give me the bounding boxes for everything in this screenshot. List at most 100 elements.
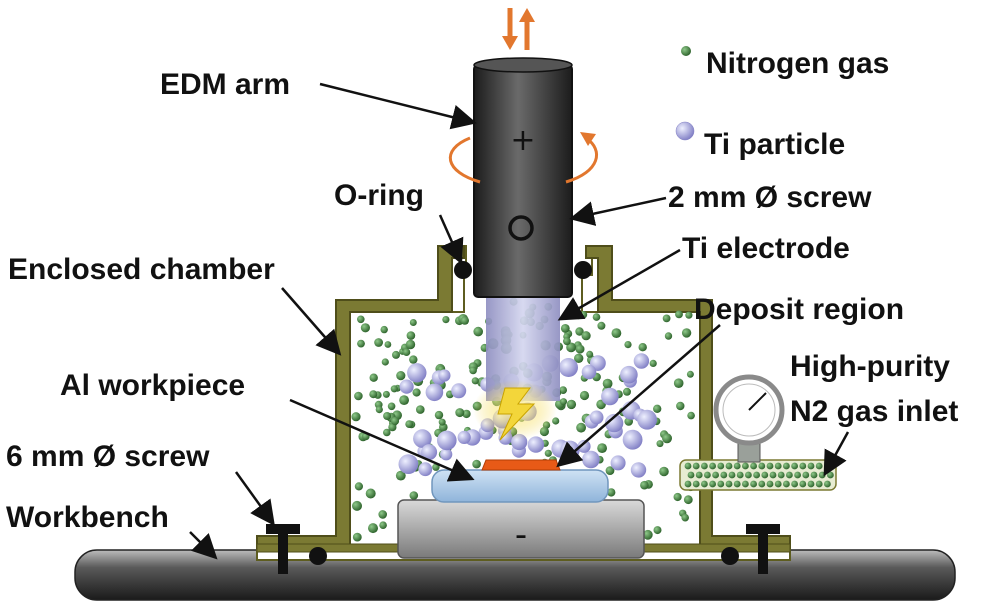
inlet-nitrogen-particle bbox=[824, 480, 831, 488]
ti-particle bbox=[398, 454, 419, 474]
inlet-nitrogen-particle bbox=[791, 480, 798, 488]
inlet-nitrogen-particle bbox=[720, 471, 728, 479]
nitrogen-particle bbox=[381, 358, 389, 366]
ti-particle bbox=[418, 462, 433, 477]
nitrogen-particle bbox=[365, 488, 376, 499]
ti-particle-legend-icon bbox=[675, 121, 695, 141]
inlet-nitrogen-particle bbox=[783, 462, 790, 470]
ti-particle bbox=[421, 444, 438, 461]
inlet-nitrogen-particle bbox=[761, 471, 769, 479]
nitrogen-particle bbox=[402, 348, 411, 357]
nitrogen-particle bbox=[605, 466, 615, 475]
nitrogen-particle bbox=[563, 337, 571, 346]
ti-particle bbox=[589, 410, 604, 425]
nitrogen-particle bbox=[559, 386, 567, 394]
leader-workbench bbox=[189, 531, 218, 560]
nitrogen-legend-icon bbox=[681, 46, 691, 56]
leader-enclosed-chamber bbox=[281, 287, 342, 356]
nitrogen-particle bbox=[388, 423, 397, 432]
label-o-ring: O-ring bbox=[334, 179, 424, 212]
inlet-nitrogen-particle bbox=[717, 480, 725, 488]
nitrogen-particle bbox=[352, 532, 362, 542]
nitrogen-particle bbox=[462, 409, 471, 419]
nitrogen-particle bbox=[375, 406, 383, 414]
ti-particle bbox=[582, 450, 600, 469]
inlet-nitrogen-particle bbox=[810, 471, 818, 479]
label-enclosed-chamber: Enclosed chamber bbox=[8, 253, 275, 286]
nitrogen-particle bbox=[560, 324, 570, 333]
ti-particle bbox=[440, 448, 453, 461]
inlet-nitrogen-particle bbox=[717, 462, 725, 470]
inlet-nitrogen-particle bbox=[692, 462, 700, 470]
nitrogen-particle bbox=[681, 513, 689, 522]
inlet-nitrogen-particle bbox=[827, 471, 834, 479]
ti-particle bbox=[601, 387, 619, 406]
label-deposit-region: Deposit region bbox=[694, 293, 904, 326]
nitrogen-particle bbox=[685, 311, 693, 319]
ti-particle bbox=[437, 430, 457, 451]
nitrogen-particle bbox=[395, 470, 406, 481]
inlet-nitrogen-particle bbox=[684, 462, 692, 470]
nitrogen-particle bbox=[681, 328, 692, 338]
nitrogen-particle bbox=[575, 327, 584, 336]
inlet-nitrogen-particle bbox=[701, 480, 708, 488]
inlet-nitrogen-particle bbox=[815, 480, 823, 488]
gas-inlet bbox=[679, 374, 837, 491]
nitrogen-particle bbox=[473, 326, 484, 337]
nitrogen-particle bbox=[390, 385, 398, 393]
nitrogen-particle bbox=[664, 332, 673, 340]
nitrogen-particle bbox=[649, 359, 657, 367]
inlet-nitrogen-particle bbox=[777, 471, 785, 479]
nitrogen-particle bbox=[656, 440, 664, 448]
nitrogen-particle bbox=[409, 491, 419, 500]
nitrogen-particle bbox=[673, 378, 684, 389]
nitrogen-particle bbox=[653, 404, 662, 413]
nitrogen-particle bbox=[405, 420, 414, 428]
inlet-nitrogen-particle bbox=[712, 471, 719, 479]
ti-particle bbox=[407, 363, 427, 383]
nitrogen-particle bbox=[597, 443, 607, 453]
nitrogen-particle bbox=[409, 355, 418, 364]
inlet-nitrogen-particle bbox=[684, 480, 692, 488]
nitrogen-particle bbox=[675, 310, 683, 319]
nitrogen-particle bbox=[416, 405, 425, 414]
inlet-nitrogen-particle bbox=[742, 462, 749, 470]
inlet-nitrogen-particle bbox=[769, 471, 777, 479]
nitrogen-particle bbox=[560, 398, 567, 406]
nitrogen-particle bbox=[586, 350, 594, 358]
leader-lines bbox=[189, 82, 850, 560]
minus-sign: - bbox=[515, 515, 527, 555]
inlet-nitrogen-particle bbox=[692, 480, 700, 488]
nitrogen-particle bbox=[574, 353, 584, 363]
nitrogen-particle bbox=[686, 370, 694, 378]
inlet-nitrogen-particle bbox=[774, 462, 782, 470]
nitrogen-particle bbox=[469, 366, 477, 375]
screw-left bbox=[266, 524, 300, 574]
inlet-nitrogen-particle bbox=[766, 480, 774, 488]
nitrogen-particle bbox=[581, 331, 591, 341]
label-workbench: Workbench bbox=[6, 501, 169, 534]
inlet-nitrogen-particle bbox=[750, 462, 757, 470]
base-o-ring-left bbox=[309, 547, 327, 565]
nitrogen-particle bbox=[409, 319, 417, 326]
inlet-nitrogen-particle bbox=[733, 462, 741, 470]
nitrogen-particle bbox=[602, 378, 613, 389]
inlet-nitrogen-particle bbox=[799, 480, 807, 488]
ti-particle bbox=[620, 365, 638, 384]
inlet-nitrogen-particle bbox=[786, 471, 793, 479]
nitrogen-particle bbox=[434, 410, 444, 420]
base-plate: - bbox=[397, 499, 645, 559]
nitrogen-particle bbox=[472, 459, 481, 469]
screw-hole-icon bbox=[508, 215, 534, 241]
vertical-motion-arrows-icon bbox=[502, 8, 535, 50]
nitrogen-particle bbox=[368, 523, 378, 534]
inlet-nitrogen-particle bbox=[725, 462, 733, 470]
nitrogen-particle bbox=[382, 390, 390, 398]
inlet-nitrogen-particle bbox=[750, 480, 757, 488]
nitrogen-particle bbox=[566, 399, 577, 410]
ti-particle bbox=[610, 455, 626, 471]
edm-arm: + bbox=[473, 57, 573, 298]
nitrogen-particle bbox=[579, 390, 590, 401]
nitrogen-particle bbox=[442, 316, 450, 324]
